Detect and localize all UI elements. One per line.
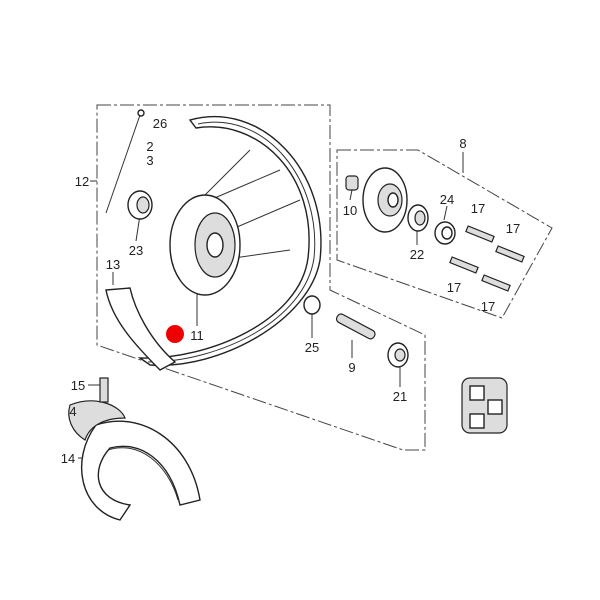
label-23: 23 <box>129 243 143 258</box>
tire-tread-line <box>107 447 179 501</box>
rim-tape-15-part <box>99 377 109 403</box>
label-9: 9 <box>348 360 355 375</box>
label-17b: 17 <box>506 221 520 236</box>
label-3: 3 <box>146 153 153 168</box>
label-14: 14 <box>61 451 75 466</box>
collar-10-part <box>345 175 359 191</box>
label-8: 8 <box>459 136 466 151</box>
seal-24-part <box>434 221 456 245</box>
label-26: 26 <box>153 116 167 131</box>
label-15: 15 <box>71 378 85 393</box>
label-12: 12 <box>75 174 89 189</box>
label-17d: 17 <box>481 299 495 314</box>
tire-14-part <box>81 420 201 521</box>
hub-assembly-box <box>336 149 553 319</box>
label-25: 25 <box>305 340 319 355</box>
bearing-21-part <box>387 342 409 368</box>
label-17a: 17 <box>471 201 485 216</box>
sprocket-flange-part <box>362 167 408 233</box>
spoke-part <box>105 109 145 214</box>
rim-band-part <box>105 287 177 371</box>
label-21: 21 <box>393 389 407 404</box>
part-labels: 26 2 3 12 23 13 11 8 10 24 17 17 22 17 1… <box>61 116 520 466</box>
highlight-marker[interactable] <box>166 325 184 343</box>
label-22: 22 <box>410 247 424 262</box>
label-11: 11 <box>190 328 204 343</box>
label-24: 24 <box>440 192 454 207</box>
damper-rubber-part <box>461 377 508 434</box>
label-13: 13 <box>106 257 120 272</box>
label-10: 10 <box>343 203 357 218</box>
studs-17-part <box>449 225 525 292</box>
label-4: 4 <box>69 404 76 419</box>
label-2: 2 <box>146 139 153 154</box>
bearing-22-part <box>407 204 429 232</box>
hub-part <box>169 149 301 296</box>
bearing-23-part <box>127 190 153 220</box>
label-17c: 17 <box>447 280 461 295</box>
collar-9-part <box>335 313 376 340</box>
rim-part <box>137 115 322 367</box>
o-ring-25-part <box>303 295 321 315</box>
